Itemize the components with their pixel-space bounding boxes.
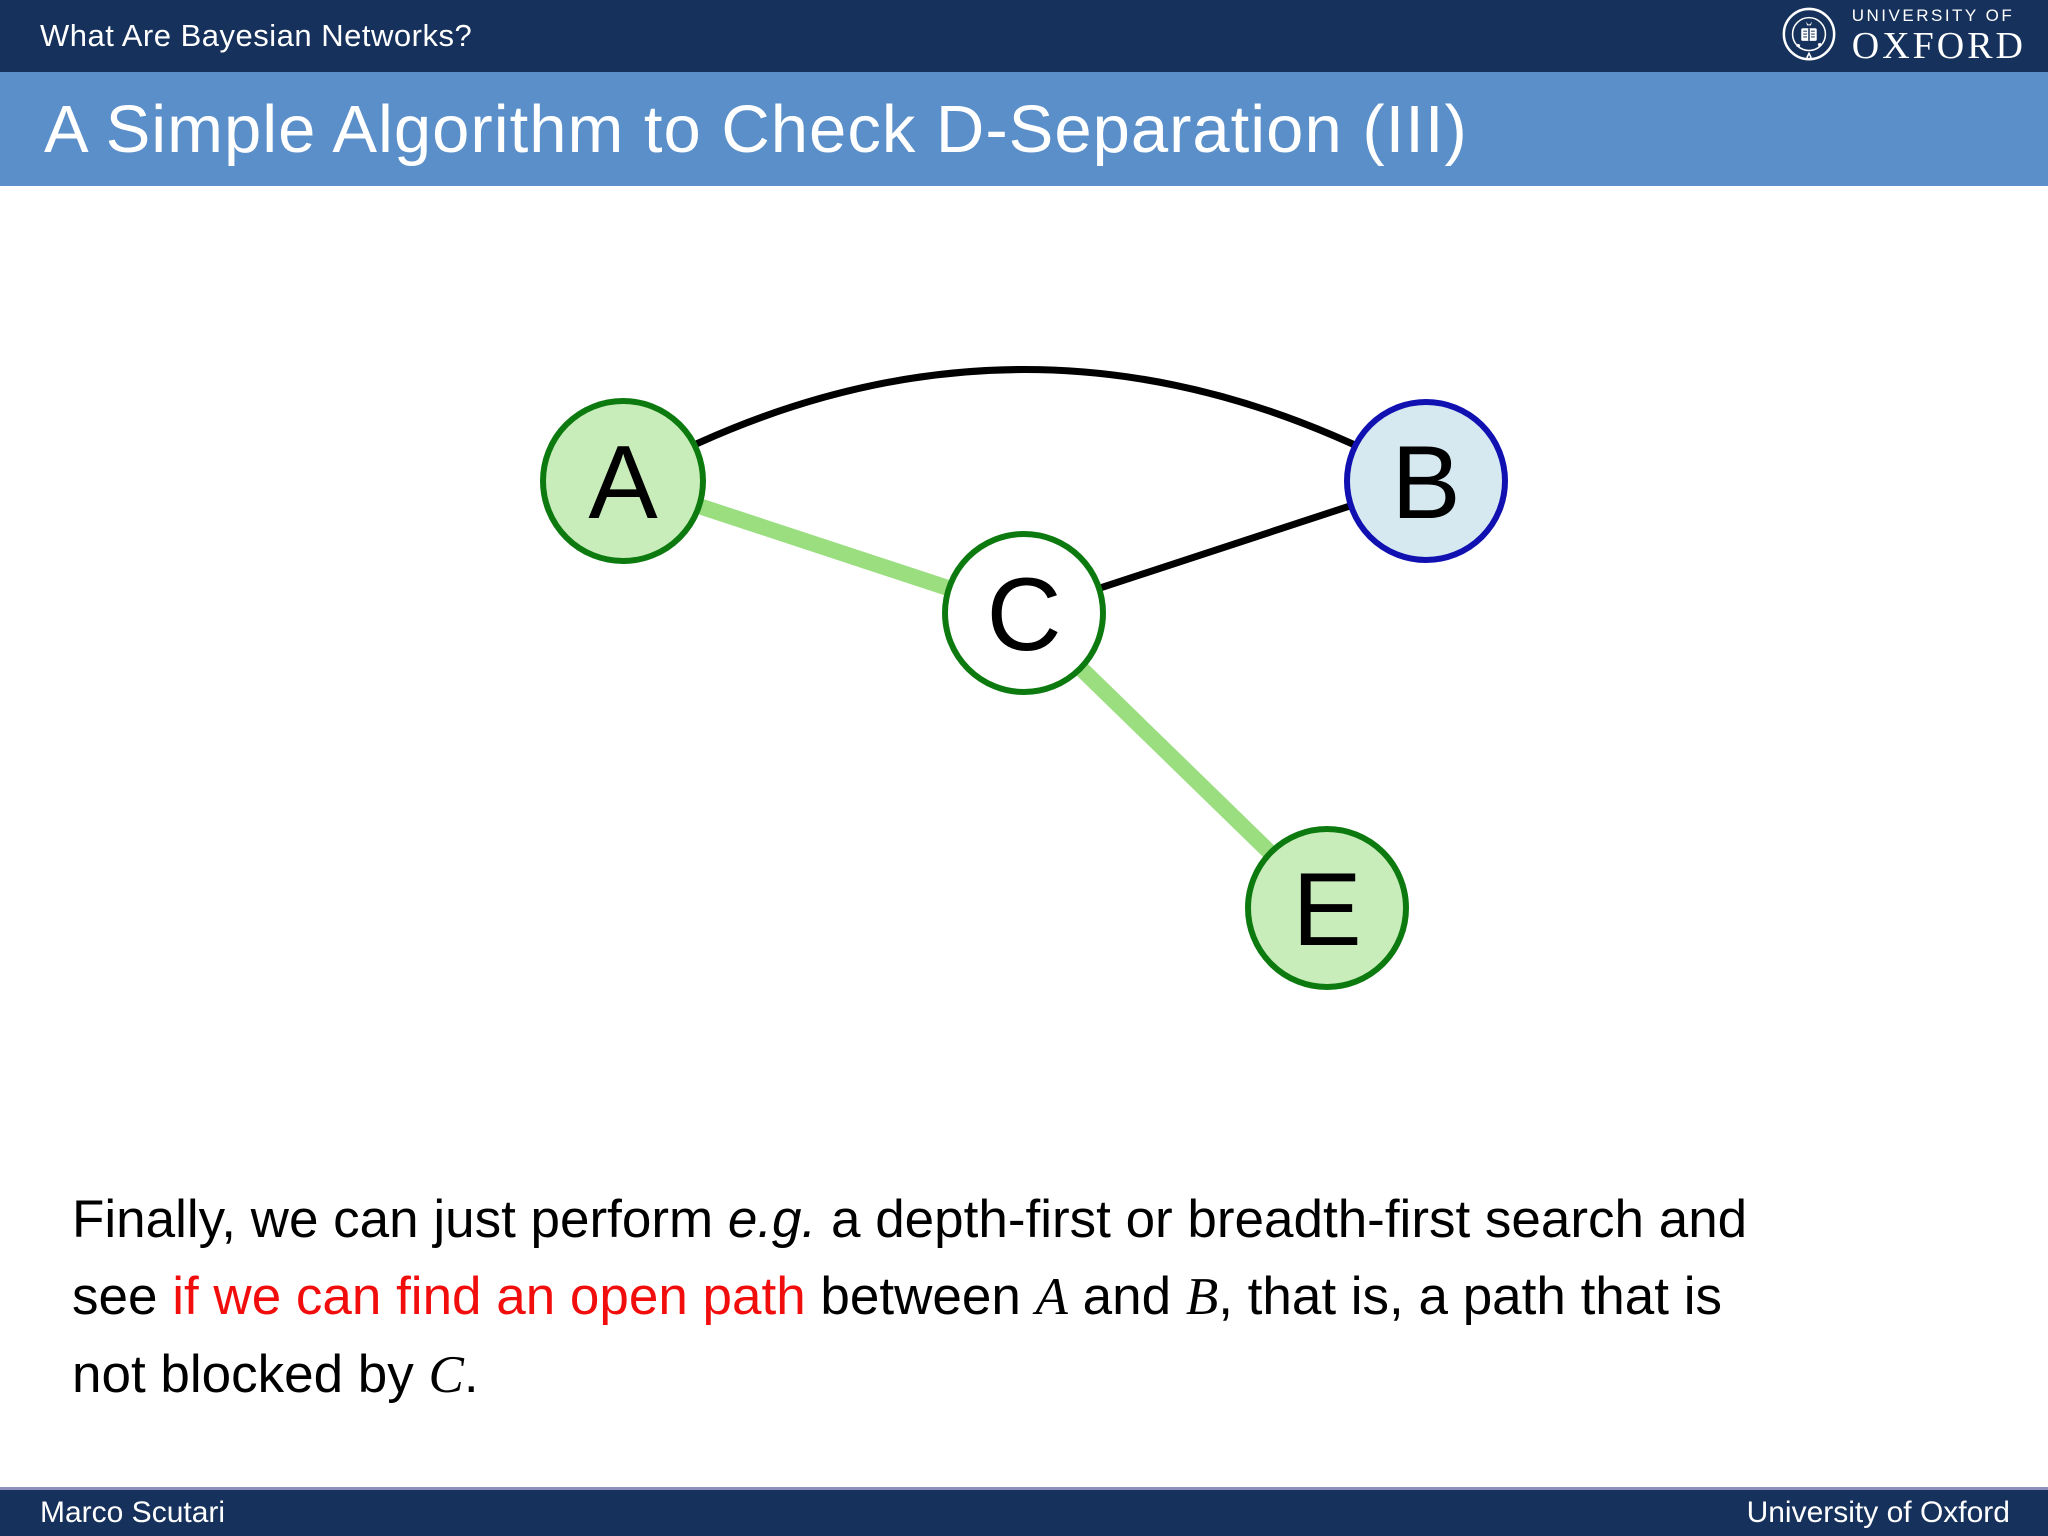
- graph-node-B: [1344, 399, 1508, 563]
- slide-title-bar: A Simple Algorithm to Check D-Separation…: [0, 72, 2048, 186]
- graph-node-A: [540, 398, 706, 564]
- paragraph-segment-italic: e.g.: [727, 1190, 817, 1249]
- oxford-crest-icon: [1782, 7, 1836, 61]
- footer-author: Marco Scutari: [40, 1496, 226, 1529]
- graph-node-C: [942, 531, 1106, 695]
- footer-institution: University of Oxford: [1746, 1496, 2010, 1529]
- paragraph-segment-normal: not blocked by: [72, 1345, 429, 1404]
- paragraph-segment-math: B: [1185, 1268, 1219, 1326]
- slide-title: A Simple Algorithm to Check D-Separation…: [44, 91, 1468, 167]
- oxford-logo-text: UNIVERSITY OF OXFORD: [1852, 7, 2026, 65]
- oxford-logo: UNIVERSITY OF OXFORD: [1780, 4, 2026, 68]
- footer-bar: Marco Scutari University of Oxford: [0, 1490, 2048, 1536]
- graph-edge-A-B: [621, 366, 1428, 485]
- paragraph-segment-red: if we can find an open path: [172, 1267, 806, 1326]
- paragraph-segment-normal: a depth-first or breadth-first search an…: [816, 1190, 1748, 1249]
- paragraph-segment-math: C: [428, 1346, 464, 1404]
- body-paragraph: Finally, we can just perform e.g. a dept…: [72, 1181, 1982, 1414]
- graph-node-label-E: E: [1292, 852, 1361, 968]
- paragraph-segment-normal: , that is, a path that is: [1218, 1267, 1722, 1326]
- paragraph-segment-normal: Finally, we can just perform: [72, 1190, 728, 1249]
- graph-node-label-C: C: [986, 557, 1061, 673]
- logo-university-of: UNIVERSITY OF: [1851, 6, 2015, 25]
- paragraph-segment-normal: see: [72, 1267, 173, 1326]
- paragraph-segment-normal: and: [1067, 1267, 1186, 1326]
- section-header-bar: What Are Bayesian Networks? UNIVERSITY O…: [0, 0, 2048, 72]
- paragraph-segment-normal: between: [805, 1267, 1036, 1326]
- graph-node-label-B: B: [1391, 425, 1460, 541]
- graph-node-E: [1245, 826, 1409, 990]
- graph-node-label-A: A: [588, 425, 658, 541]
- paragraph-segment-normal: .: [463, 1345, 479, 1404]
- section-title: What Are Bayesian Networks?: [40, 18, 473, 53]
- footer-rule: [0, 1487, 2048, 1490]
- logo-oxford: OXFORD: [1851, 25, 2026, 67]
- paragraph-segment-math: A: [1035, 1268, 1068, 1326]
